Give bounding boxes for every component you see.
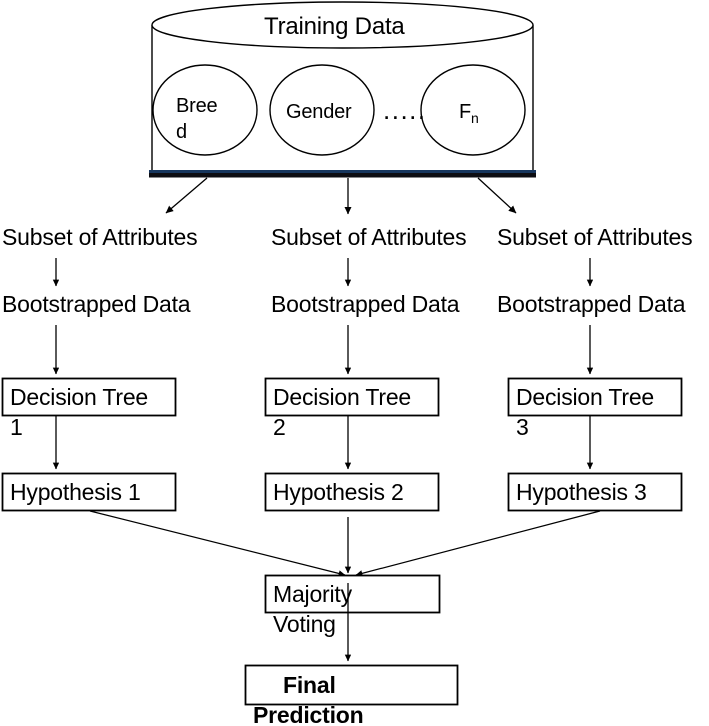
hypothesis-3-label: Hypothesis 3: [516, 479, 647, 505]
final-prediction-line1: Final: [283, 672, 336, 698]
decision-tree-3-label: Decision Tree: [516, 384, 655, 410]
arrow-cylinder-to-col3: [477, 177, 517, 214]
subset-to-bootstrap-arrows: [52, 258, 594, 287]
feature-breed-label: Bree d: [176, 93, 236, 145]
final-prediction-line2: Prediction: [253, 702, 364, 726]
hypothesis-3-box: [507, 472, 683, 512]
arrow-hyp3-to-majority: [355, 510, 601, 577]
decision-tree-boxes: [1, 377, 683, 417]
decision-tree-1-label: Decision Tree: [10, 384, 149, 410]
decision-tree-1-box: [1, 377, 177, 417]
decision-tree-2-label: Decision Tree: [273, 384, 412, 410]
split-arrows: [165, 177, 517, 215]
feature-circles: [152, 64, 526, 156]
arrow-cylinder-to-col1: [165, 177, 208, 214]
majority-voting-line2: Voting: [273, 611, 336, 637]
decision-tree-3-box: [507, 377, 683, 417]
feature-gender-ellipse: [269, 64, 375, 156]
decision-tree-2-index: 2: [273, 414, 286, 440]
bootstrapped-data-3: Bootstrapped Data: [497, 291, 686, 317]
decision-tree-2-box: [264, 377, 440, 417]
feature-fn-ellipse: [420, 64, 526, 156]
arrow-hyp1-to-majority: [89, 510, 346, 577]
tree-to-hypothesis-arrows: [52, 416, 594, 470]
feature-fn-subscript: n: [471, 110, 479, 126]
hypothesis-1-label: Hypothesis 1: [10, 479, 141, 505]
bootstrap-to-tree-arrows: [52, 325, 594, 375]
bootstrapped-data-2: Bootstrapped Data: [271, 291, 460, 317]
feature-ellipsis: .....: [383, 95, 427, 125]
feature-fn-base: F: [459, 101, 472, 123]
feature-breed-ellipse: [152, 64, 258, 156]
subset-of-attributes-3: Subset of Attributes: [497, 224, 693, 250]
majority-voting-line1: Majority: [273, 581, 352, 607]
feature-breed-line2: d: [176, 121, 187, 143]
decision-tree-1-index: 1: [10, 414, 23, 440]
hypothesis-boxes: [1, 472, 683, 512]
hypothesis-1-box: [1, 472, 177, 512]
bootstrapped-data-1: Bootstrapped Data: [2, 291, 191, 317]
hypothesis-2-label: Hypothesis 2: [273, 479, 404, 505]
feature-fn-label: Fn: [459, 99, 479, 131]
decision-tree-3-index: 3: [516, 414, 529, 440]
final-prediction-box: [244, 664, 459, 706]
feature-breed-line1: Bree: [176, 95, 218, 117]
feature-gender-label: Gender: [286, 101, 352, 123]
subset-of-attributes-1: Subset of Attributes: [2, 224, 198, 250]
hypothesis-2-box: [264, 472, 440, 512]
subset-of-attributes-2: Subset of Attributes: [271, 224, 467, 250]
hypothesis-to-majority-arrows: [89, 510, 601, 577]
majority-voting-box: [264, 574, 441, 614]
training-data-title: Training Data: [264, 13, 405, 40]
